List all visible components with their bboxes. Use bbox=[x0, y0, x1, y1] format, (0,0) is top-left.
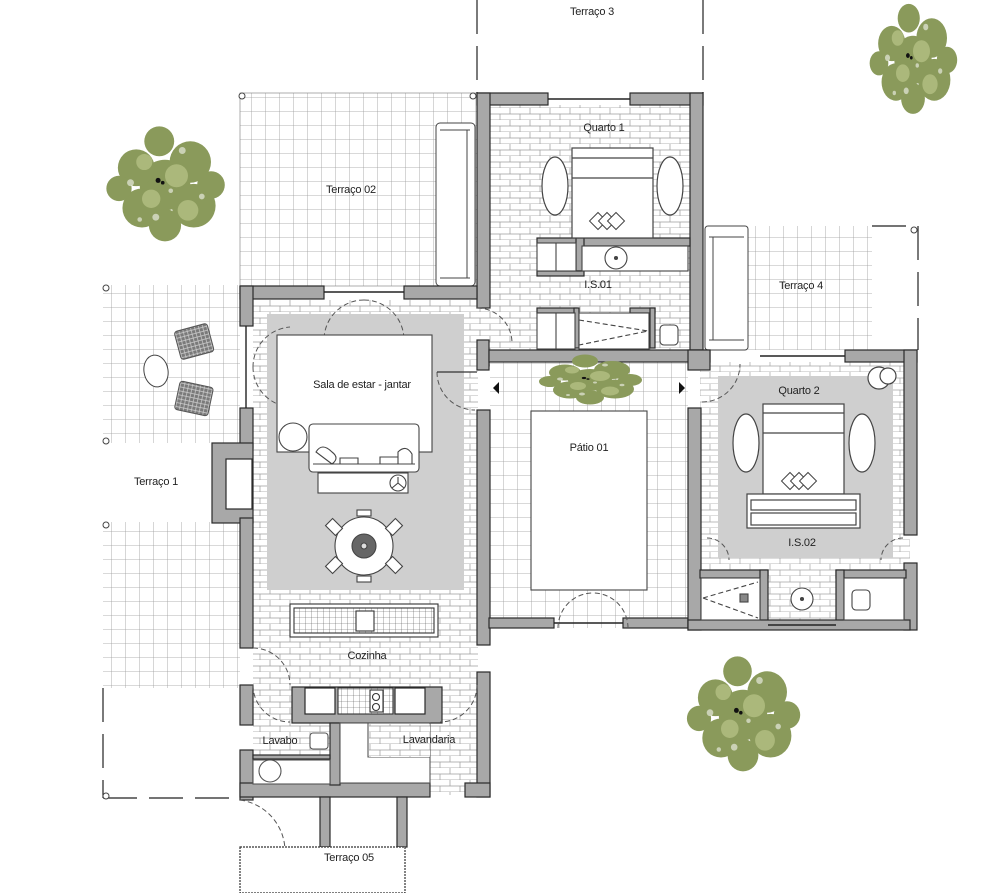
label-terraco-4: Terraço 4 bbox=[778, 280, 824, 292]
is-02-fixtures bbox=[700, 577, 905, 621]
label-is-01: I.S.01 bbox=[584, 279, 612, 291]
bed-quarto-2 bbox=[732, 366, 897, 529]
sala-furniture bbox=[276, 334, 433, 583]
tree-top-right bbox=[869, 3, 958, 114]
label-is-02: I.S.02 bbox=[788, 537, 816, 549]
terraco-05-floor bbox=[239, 846, 406, 893]
is-01-fixtures bbox=[536, 242, 689, 350]
kitchen-fixtures bbox=[289, 603, 439, 715]
terraco-4-outline bbox=[872, 225, 919, 350]
door-swings bbox=[239, 299, 904, 851]
terraco-4-floor bbox=[748, 226, 872, 350]
outdoor-chair-1 bbox=[174, 323, 215, 360]
side-table bbox=[143, 354, 169, 388]
tree-bottom-right bbox=[686, 656, 801, 772]
label-terraco-02: Terraço 02 bbox=[326, 184, 376, 196]
terraco-1-outline bbox=[102, 688, 240, 799]
label-quarto-2: Quarto 2 bbox=[778, 385, 820, 397]
terraco-1-upper-floor bbox=[103, 285, 240, 443]
label-quarto-1: Quarto 1 bbox=[583, 122, 625, 134]
terraco-1-lower-floor bbox=[103, 522, 240, 688]
label-cozinha: Cozinha bbox=[347, 650, 387, 662]
label-terraco-1: Terraço 1 bbox=[133, 476, 179, 488]
label-terraco-3: Terraço 3 bbox=[569, 6, 615, 18]
label-sala: Sala de estar - jantar bbox=[313, 379, 411, 391]
label-lavandaria: Lavandaria bbox=[402, 734, 456, 746]
outdoor-sofa-2 bbox=[704, 225, 749, 351]
patio-planter bbox=[530, 410, 648, 591]
label-lavabo: Lavabo bbox=[262, 735, 298, 747]
outdoor-sofa bbox=[435, 122, 476, 287]
bed-quarto-1 bbox=[541, 147, 684, 239]
outdoor-chair-2 bbox=[174, 380, 214, 417]
tree-left bbox=[106, 126, 225, 242]
label-terraco-05: Terraço 05 bbox=[324, 852, 374, 864]
terraco-3-outline bbox=[476, 0, 704, 93]
label-patio-01: Pátio 01 bbox=[569, 442, 609, 454]
